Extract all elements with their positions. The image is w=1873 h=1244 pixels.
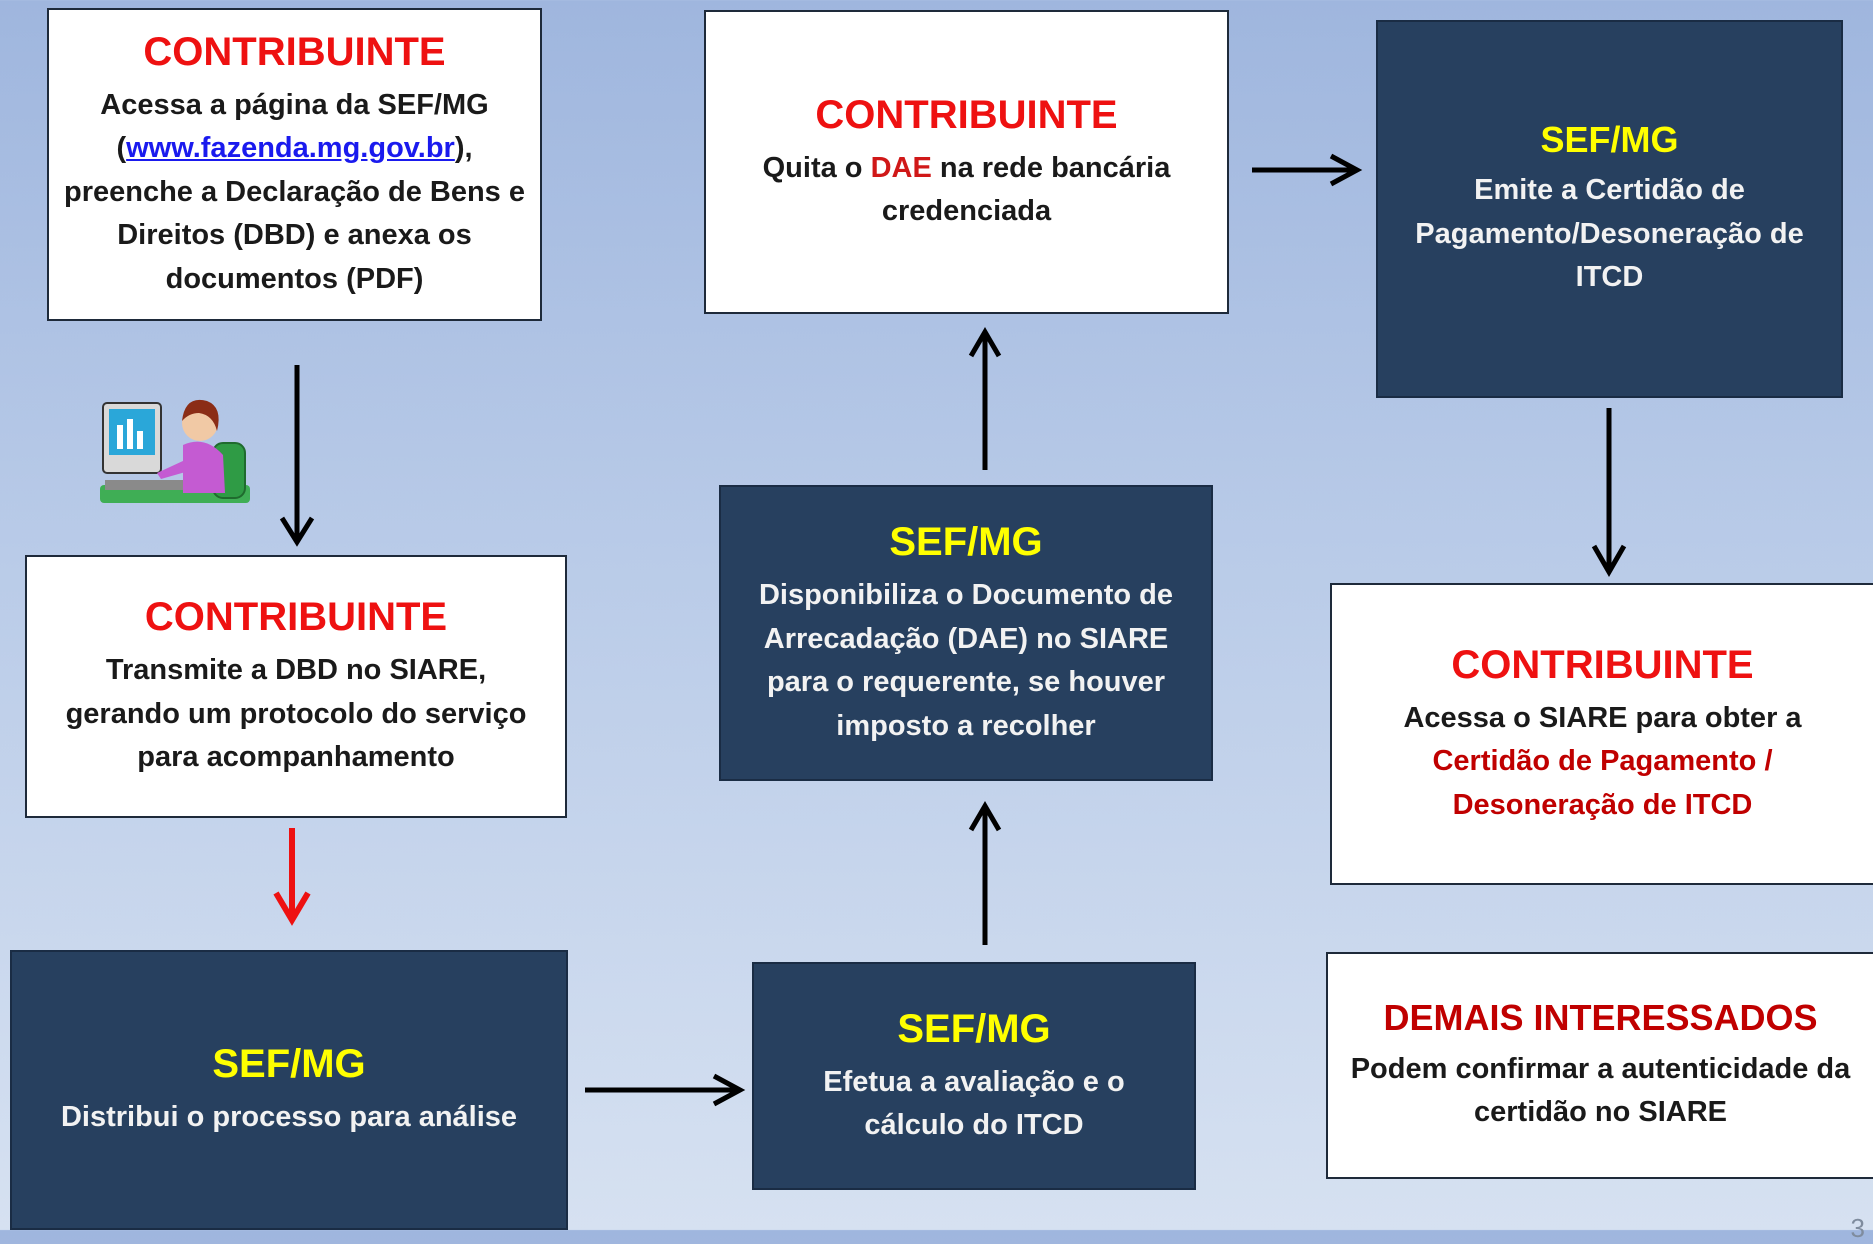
box-title: CONTRIBUINTE (144, 595, 448, 640)
step-pay-dae-box: CONTRIBUINTE Quita o DAE na rede bancári… (704, 10, 1229, 314)
step-access-sef-box: CONTRIBUINTE Acessa a página da SEF/MG (… (47, 8, 542, 321)
arrow-b1-to-b2 (279, 365, 315, 547)
box-text: Disponibiliza o Documento de Arrecadação… (758, 579, 1174, 742)
certificate-highlight: Certidão de Pagamento / Desoneração de I… (1432, 745, 1773, 821)
dae-highlight: DAE (870, 151, 932, 184)
step-provide-dae-box: SEF/MG Disponibiliza o Documento de Arre… (719, 485, 1213, 781)
page-number: 3 (1850, 1213, 1865, 1243)
box-title: SEF/MG (212, 1042, 366, 1087)
box-text: Acessa a página da SEF/MG (www.fazenda.m… (63, 88, 525, 295)
box-text: Transmite a DBD no SIARE, gerando um pro… (65, 654, 527, 774)
box-text: Distribui o processo para análise (60, 1101, 518, 1134)
step-evaluate-itcd-box: SEF/MG Efetua a avaliação e o cálculo do… (752, 962, 1196, 1190)
step-obtain-certificate-box: CONTRIBUINTE Acessa o SIARE para obter a… (1330, 583, 1873, 885)
box-text: Quita o DAE na rede bancária credenciada (762, 151, 1171, 228)
box-title: SEF/MG (897, 1006, 1051, 1051)
box-text: Podem confirmar a autenticidade da certi… (1350, 1052, 1851, 1129)
box-title: SEF/MG (889, 520, 1043, 564)
box-text: Acessa o SIARE para obter a Certidão de … (1403, 701, 1802, 821)
box-title: CONTRIBUINTE (143, 29, 446, 74)
arrow-b3-to-b4 (585, 1073, 746, 1107)
box-text: Efetua a avaliação e o cálculo do ITCD (823, 1065, 1125, 1142)
arrow-b5-to-b6 (968, 327, 1002, 470)
arrow-b6-to-b7 (1252, 153, 1363, 187)
box-title: CONTRIBUINTE (815, 92, 1118, 137)
box-text: Emite a Certidão de Pagamento/Desoneraçã… (1415, 174, 1804, 294)
step-verify-authenticity-box: DEMAIS INTERESSADOS Podem confirmar a au… (1326, 952, 1873, 1179)
fazenda-link[interactable]: www.fazenda.mg.gov.br (126, 132, 455, 165)
step-issue-certificate-box: SEF/MG Emite a Certidão de Pagamento/Des… (1376, 20, 1843, 398)
box-title: DEMAIS INTERESSADOS (1383, 997, 1818, 1039)
step-transmit-dbd-box: CONTRIBUINTE Transmite a DBD no SIARE, g… (25, 555, 567, 818)
arrow-b2-to-b3 (273, 828, 311, 926)
box-title: SEF/MG (1540, 119, 1679, 161)
person-at-computer-icon (100, 399, 250, 503)
arrow-b7-to-b8 (1591, 408, 1627, 578)
box-title: CONTRIBUINTE (1451, 642, 1754, 687)
step-distribute-process-box: SEF/MG Distribui o processo para análise (10, 950, 568, 1230)
arrow-b4-to-b5 (968, 801, 1002, 945)
